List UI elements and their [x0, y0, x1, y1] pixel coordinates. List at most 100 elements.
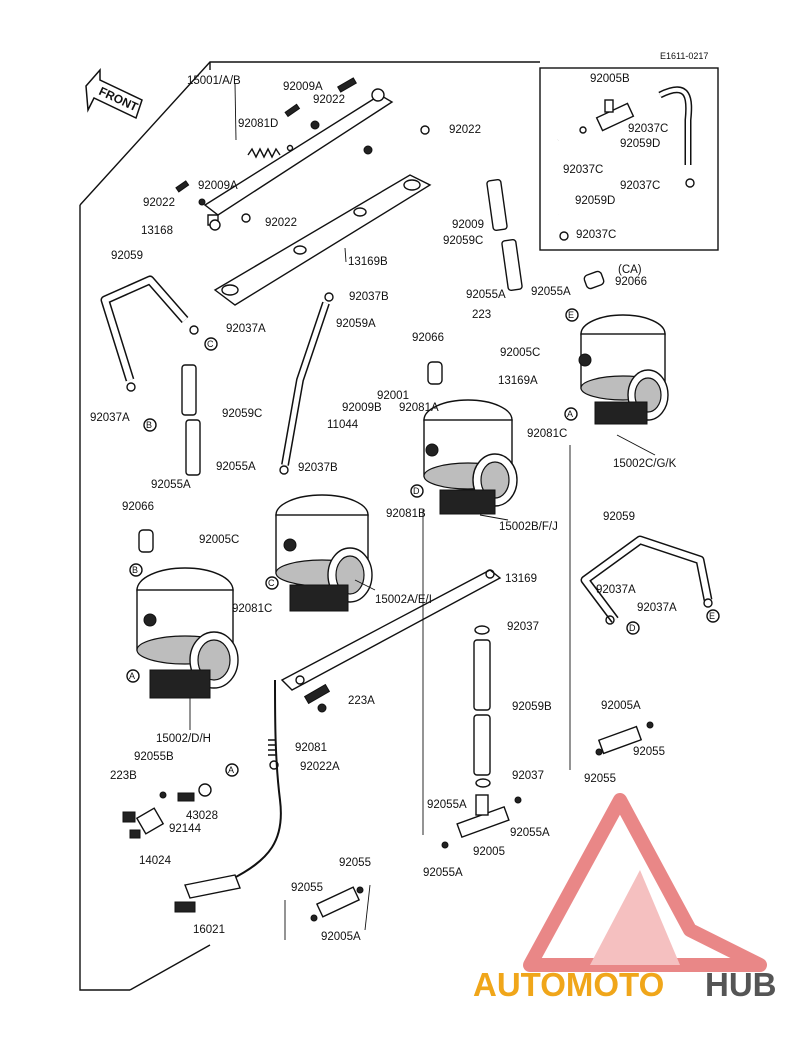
document-code: E1611-0217	[660, 51, 708, 61]
ca-part-label: 92037C	[563, 164, 603, 176]
ca-part-label: 92037C	[628, 123, 668, 135]
hose-92059a	[279, 292, 334, 475]
svg-text:A: A	[567, 409, 573, 419]
part-label: 15002B/F/J	[499, 521, 558, 533]
part-label: 92037A	[637, 602, 677, 614]
part-label: 92005C	[199, 534, 239, 546]
part-label: 92144	[169, 823, 202, 835]
part-label: 92009	[452, 219, 484, 231]
watermark-text-part1: AUTOMOTO	[473, 966, 664, 1003]
svg-text:B: B	[132, 565, 138, 575]
part-label: 92005A	[321, 931, 361, 943]
part-label: 92055A	[423, 867, 463, 879]
part-label: 92081C	[527, 428, 567, 440]
part-label: 92005	[473, 846, 505, 858]
ca-title: (CA)	[618, 264, 642, 276]
part-label: 13169A	[498, 375, 538, 387]
svg-text:D: D	[629, 623, 636, 633]
part-label: 14024	[139, 855, 172, 867]
part-label: 92055A	[510, 827, 550, 839]
carburetor-3	[423, 399, 518, 515]
part-label: 92055A	[216, 461, 256, 473]
part-label: 92055	[291, 882, 323, 894]
ref-marker-c-2: C	[265, 576, 279, 590]
throttle-cable-16021	[174, 679, 282, 913]
hose-92059-right	[580, 535, 713, 625]
part-label: 92059	[603, 511, 635, 523]
part-label: 92059	[111, 250, 143, 262]
part-label: 92001	[377, 390, 409, 402]
part-label: 92055A	[427, 799, 467, 811]
ca-inset: (CA)	[539, 67, 719, 276]
part-label: 11044	[327, 419, 359, 431]
part-label: 92055A	[151, 479, 191, 491]
part-label: 15002A/E/I	[375, 594, 432, 606]
part-label: 92059A	[336, 318, 376, 330]
svg-text:E: E	[568, 310, 574, 320]
cap-92066-a	[427, 361, 443, 385]
part-label: 92055	[584, 773, 616, 785]
part-label: 92066	[615, 276, 647, 288]
fitting-92005a-right	[595, 721, 654, 756]
part-label: 223A	[348, 695, 375, 707]
part-label: 92037B	[298, 462, 338, 474]
part-label: 92055A	[466, 289, 506, 301]
part-label: 92037	[512, 770, 544, 782]
bracket-13169b	[213, 174, 432, 306]
svg-text:D: D	[413, 486, 420, 496]
svg-text:A: A	[228, 765, 234, 775]
cap-92066-b	[138, 529, 154, 553]
ref-markers: C B E A D C B A D E A	[126, 308, 720, 777]
part-label: 92081	[295, 742, 327, 754]
part-label: 92081C	[232, 603, 272, 615]
part-label: 92055A	[531, 286, 571, 298]
part-label: 15001/A/B	[187, 75, 241, 87]
svg-text:C: C	[268, 578, 275, 588]
svg-text:E: E	[709, 611, 715, 621]
ca-part-label: 92037C	[576, 229, 616, 241]
hose-92059c-left	[181, 364, 201, 476]
ca-labels: 92005B 92037C 92059D 92037C 92037C 92059…	[563, 73, 668, 241]
part-label: 92037A	[90, 412, 130, 424]
part-label: 92037A	[596, 584, 636, 596]
part-label: 92022	[449, 124, 481, 136]
part-label: 92005A	[601, 700, 641, 712]
part-label: 92009A	[283, 81, 323, 93]
fuel-rail-upper	[175, 77, 430, 231]
ref-marker-a-1: A	[564, 407, 578, 421]
part-label: 13169B	[348, 256, 388, 268]
ref-marker-a-3: A	[225, 763, 239, 777]
ref-marker-b-2: B	[129, 563, 143, 577]
part-label: 92037	[507, 621, 539, 633]
ca-part-label: 92059D	[575, 195, 615, 207]
part-label: 92022A	[300, 761, 340, 773]
fitting-92005a-bottom	[310, 886, 364, 922]
part-label: 92055	[339, 857, 371, 869]
front-arrow-icon: FRONT	[85, 68, 143, 120]
carburetor-2	[275, 494, 373, 612]
cap-92066-c	[583, 270, 605, 290]
part-label: 92037B	[349, 291, 389, 303]
part-label: 92081D	[238, 118, 278, 130]
part-label: 223	[472, 309, 491, 321]
hose-92059-left	[100, 275, 199, 392]
tube-92059b	[473, 625, 491, 788]
part-label: 92055B	[134, 751, 174, 763]
part-label: 15002/D/H	[156, 733, 211, 745]
svg-text:C: C	[207, 339, 214, 349]
part-label: 92022	[265, 217, 297, 229]
ref-marker-e-2: E	[706, 609, 720, 623]
leader-lines	[189, 83, 656, 940]
ref-marker-e-1: E	[565, 308, 579, 322]
part-label: 92059C	[222, 408, 262, 420]
ref-marker-c-1: C	[204, 337, 218, 351]
part-label: 13169	[505, 573, 537, 585]
part-label: 16021	[193, 924, 225, 936]
part-labels: 15001/A/B 92009A 92022 92081D 92022 9200…	[90, 75, 677, 943]
part-label: 92059C	[443, 235, 483, 247]
part-label: 43028	[186, 810, 218, 822]
part-label: 13168	[141, 225, 173, 237]
watermark-logo	[523, 793, 767, 972]
ca-part-label: 92037C	[620, 180, 660, 192]
